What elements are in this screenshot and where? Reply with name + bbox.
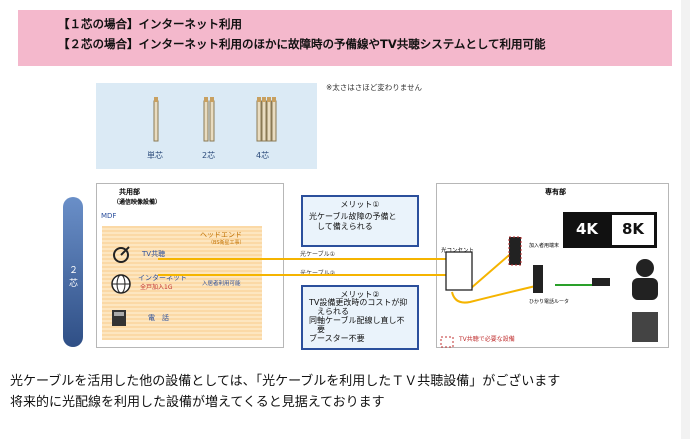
merit-2-bullet-2: 同軸ケーブル配線し直し不 [309,316,405,325]
router-label: ひかり電話ルータ [529,299,570,305]
outlet-label: 光コンセント [441,248,475,254]
private-area-title: 専有部 [545,188,566,196]
user-available-label: 入居者利用可能 [202,281,241,287]
header-banner: 【１芯の場合】インターネット利用 【２芯の場合】インターネット利用のほかに故障時… [18,10,672,66]
fiber-illustration: 単芯 2芯 4芯 [96,83,317,169]
tv-required-label: TV共聴で必要な設備 [459,336,515,343]
headend-sublabel: （BS衛星工事） [208,240,245,246]
merit-1-box: メリット① 光ケーブル故障の予備と して備えられる [301,195,419,247]
side-tab-label: ２芯 [69,266,79,289]
banner-line-1: 【１芯の場合】インターネット利用 [58,17,242,31]
fiber-cables-graphic [153,97,277,142]
merit-1-bullet: 光ケーブル故障の予備と [309,212,397,221]
fiber-caption-double: 2芯 [202,151,216,160]
thickness-note: ※太さはさほど変わりません [326,83,423,92]
fiber-caption-quad: 4芯 [256,151,270,160]
shared-area-title: 共用部 [119,188,140,196]
merit-2-box: メリット② TV設備更改時のコストが抑 えられる 同軸ケーブル配線し直し不 要 … [301,285,419,350]
banner-line-2: 【２芯の場合】インターネット利用のほかに故障時の予備線やTV共聴システムとして利… [58,37,546,51]
merit-2-bullet-1: TV設備更改時のコストが抑 [309,298,408,307]
merit-1-title: メリット① [340,200,380,209]
merit-2-bullet-2-cont: 要 [309,325,325,334]
mdf-area: ヘッドエンド （BS衛星工事） TV共聴 インターネット 全戸加入1G 入居者利… [102,226,262,340]
merit-1-bullet-cont: して備えられる [309,222,373,231]
phone-icon [112,310,126,326]
globe-icon [111,274,131,294]
merit-2-bullet-1-cont: えられる [309,307,349,316]
merit-2-bullet-3: ブースター不要 [309,334,365,343]
subtitle-area: 光ケーブルを活用した他の設備としては、「光ケーブルを利用したＴＶ共聴設備」がござ… [0,358,690,439]
cable-label-2: 光ケーブル② [300,270,336,277]
cable-label-1: 光ケーブル① [300,251,336,258]
fiber-caption-single: 単芯 [147,151,163,160]
merit-2-title: メリット② [340,290,380,299]
vertical-scrollbar[interactable] [681,0,690,439]
antenna-icon [113,246,130,263]
shared-area-subtitle: （通信映像設備） [113,199,162,206]
internet-sublabel: 全戸加入1G [140,284,173,291]
side-tab[interactable]: ２芯 [63,197,83,347]
phone-label: 電 話 [148,314,169,322]
subtitle-line-1: 光ケーブルを活用した他の設備としては、「光ケーブルを利用したＴＶ共聴設備」がござ… [10,374,561,389]
onu-label: 加入者用端末 [529,243,560,249]
internet-label: インターネット [138,274,187,282]
headend-label: ヘッドエンド [200,231,242,239]
subtitle-line-2: 将来的に光配線を利用した設備が増えてくると見据えております [10,395,385,410]
tv-kyocho-label: TV共聴 [142,250,166,258]
private-area-panel: 専有部 光コンセント 加入者用端末 ひかり電話ルータ TV共聴で必要な設備 [436,183,669,348]
tv-8k-icon: 8K [609,212,657,248]
mdf-label: MDF [101,212,117,220]
